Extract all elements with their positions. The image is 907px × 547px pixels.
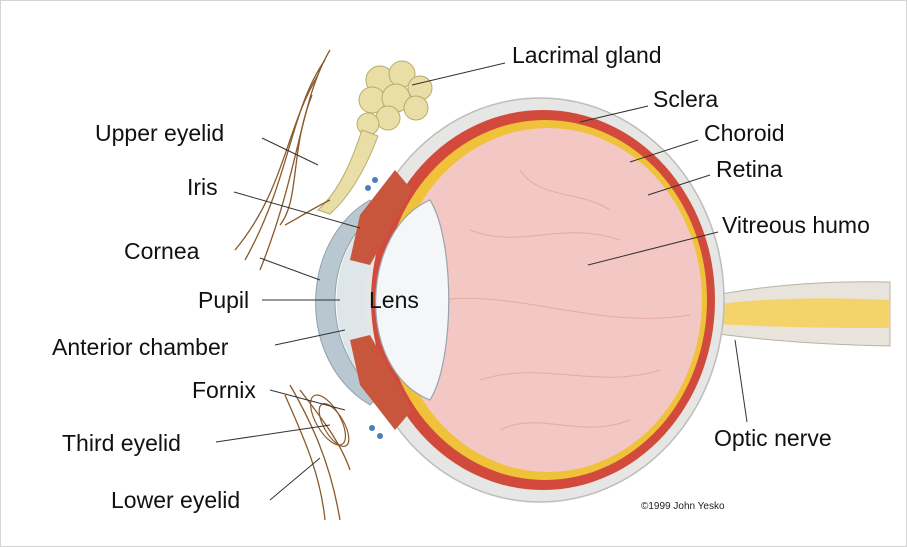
label-vitreous-humor: Vitreous humo xyxy=(722,212,870,238)
label-choroid: Choroid xyxy=(704,120,785,146)
label-optic-nerve: Optic nerve xyxy=(714,425,832,451)
copyright-text: ©1999 John Yesko xyxy=(641,501,725,512)
label-upper-eyelid: Upper eyelid xyxy=(95,120,224,146)
third-eyelid-shape xyxy=(304,390,355,451)
label-lens: Lens xyxy=(369,287,419,313)
label-retina: Retina xyxy=(716,156,782,182)
label-lower-eyelid: Lower eyelid xyxy=(111,487,240,513)
label-anterior-chamber: Anterior chamber xyxy=(52,334,228,360)
label-cornea: Cornea xyxy=(124,238,199,264)
label-third-eyelid: Third eyelid xyxy=(62,430,181,456)
label-iris: Iris xyxy=(187,174,218,200)
label-pupil: Pupil xyxy=(198,287,249,313)
label-fornix: Fornix xyxy=(192,377,256,403)
label-lacrimal-gland: Lacrimal gland xyxy=(512,42,662,68)
label-sclera: Sclera xyxy=(653,86,718,112)
